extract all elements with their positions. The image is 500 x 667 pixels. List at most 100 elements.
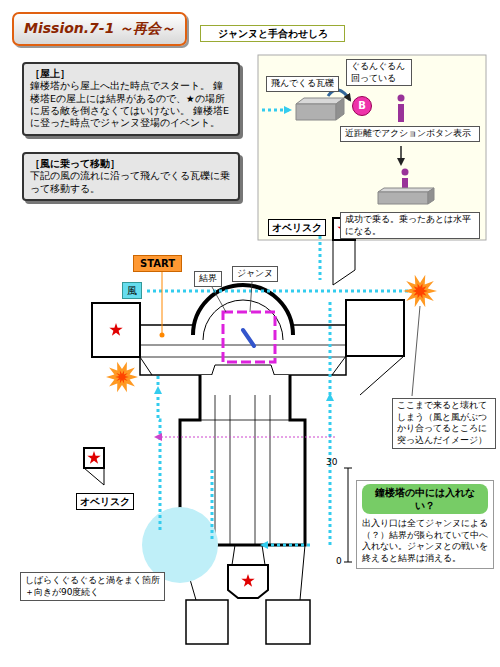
tower-plan [270, 395, 271, 545]
leader-line [162, 272, 163, 333]
scale-bar [344, 562, 352, 563]
note-panel: ［屋上］鐘楼塔から屋上へ出た時点でスタート。 鐘楼塔Eの屋上には結界があるので、… [22, 62, 240, 136]
tower-plan [266, 600, 310, 644]
enemy-star [87, 222, 350, 587]
tower-plan [228, 565, 268, 598]
tower-plan [84, 448, 104, 468]
body-text: ジャンヌと手合わせしろ [205, 27, 340, 40]
tower-plan [215, 395, 216, 545]
tower-plan [193, 285, 293, 335]
body-text: 飛んでくる瓦礫 [271, 78, 334, 90]
tower-plan [232, 545, 235, 565]
body-text: 成功で乗る。乗ったあとは水平になる。 [345, 214, 475, 237]
body-text: オベリスク [272, 221, 322, 234]
body-text: ぐるんぐるん 回っている [351, 61, 407, 84]
leader-line [156, 437, 335, 438]
info-panel [398, 104, 404, 122]
tower-plan [104, 468, 105, 485]
wind-flow [262, 544, 310, 547]
tower-plan [195, 420, 290, 421]
label-box: 近距離でアクションボタン表示 [340, 126, 480, 142]
wind-flow [211, 470, 214, 540]
info-panel [378, 188, 434, 192]
barrier-label: 結界 [194, 271, 222, 287]
leader-line [212, 287, 226, 312]
tower-plan [300, 545, 305, 600]
tower-plan [230, 395, 231, 545]
note-panel: ［風に乗って移動］下記の風の流れに沿って飛んでくる瓦礫に乗って移動する。 [22, 152, 240, 201]
info-panel [262, 109, 290, 112]
leader-line [160, 333, 165, 338]
explosion [115, 370, 129, 383]
tower-plan [140, 357, 152, 375]
scale-bar [348, 468, 349, 562]
heading-text: しばらくぐるぐると渦をまく箇所 [25, 575, 160, 587]
leader-line [156, 272, 420, 437]
start-marker: START [133, 255, 182, 272]
info-panel [378, 192, 428, 204]
scale-bar [344, 468, 352, 469]
tower-plan [203, 300, 283, 340]
body-text: ＋向きが90度続く [25, 587, 160, 599]
body-text: ここまで来ると壊れてしまう（風と風がぶつかり合ってるところに突っ込んだイメージ） [397, 400, 491, 447]
wind-flow [329, 300, 332, 395]
body-text: オベリスク [80, 495, 130, 508]
scale-number: 0 [336, 556, 342, 566]
body-text: 出入り口は全てジャンヌによる（？）結界が張られていて中へ入れない。ジャンヌとの戦… [362, 518, 488, 565]
wind-marker: 風 [122, 282, 142, 299]
obelisk-label: オベリスク [268, 219, 326, 236]
info-panel [398, 95, 405, 102]
leader-line [412, 306, 420, 396]
button-icon: B [352, 96, 372, 116]
body-text: 結界 [199, 273, 217, 285]
tower-plan [140, 357, 346, 358]
wind-flow [319, 236, 322, 280]
tower-plan [92, 303, 140, 357]
info-panel [336, 98, 344, 120]
obelisk-label: オベリスク [76, 493, 134, 510]
label-box: 飛んでくる瓦礫 [266, 76, 339, 92]
leader-line [250, 282, 252, 312]
note-box: 鐘楼塔の中には入れない？ 出入り口は全てジャンヌによる（？）結界が張られていて中へ… [356, 480, 494, 569]
mission-title: Mission.7-1 ～再会～ [12, 12, 187, 46]
body-text: 下記の風の流れに沿って飛んでくる瓦礫に乗って移動する。 [30, 170, 232, 195]
wind-flow [158, 388, 160, 530]
body-text: START [140, 257, 175, 270]
tower-plan [333, 240, 334, 285]
label-box: 成功で乗る。乗ったあとは水平になる。 [340, 212, 480, 239]
callout-box: ここまで来ると壊れてしまう（風と風がぶつかり合ってるところに突っ込んだイメージ） [392, 398, 496, 449]
info-panel [296, 104, 336, 120]
explosion [106, 362, 138, 392]
heading-text: ［風に乗って移動］ [30, 158, 232, 170]
explosion [403, 275, 437, 307]
tower-plan [346, 300, 404, 356]
explosion [412, 283, 428, 298]
heading-text: 鐘楼塔の中には入れない？ [362, 484, 488, 514]
tower-plan [332, 356, 346, 375]
enemy-star [241, 574, 254, 587]
barrier [223, 312, 275, 362]
heading-text: ［屋上］ [30, 68, 232, 80]
character-label: ジャンヌ [232, 266, 278, 282]
tower-plan [262, 545, 265, 565]
info-panel [258, 55, 486, 240]
enemy-star [87, 451, 100, 464]
wind-flow [329, 395, 332, 545]
info-panel [402, 169, 409, 176]
objective-box: ジャンヌと手合わせしろ [200, 25, 345, 42]
scale-number: 30 [326, 457, 337, 467]
scale-bar [344, 468, 352, 562]
enemy-star [109, 323, 122, 336]
wind-flow [147, 290, 408, 293]
barrier [223, 312, 275, 362]
body-text: B [353, 97, 371, 115]
explosion [106, 275, 437, 392]
body-text: 風 [127, 284, 137, 297]
wind-flow [157, 376, 160, 385]
tower-plan [84, 468, 104, 485]
info-panel [258, 55, 486, 240]
info-panel [400, 146, 402, 164]
tower-plan [186, 600, 228, 644]
tower-plan [355, 240, 356, 270]
